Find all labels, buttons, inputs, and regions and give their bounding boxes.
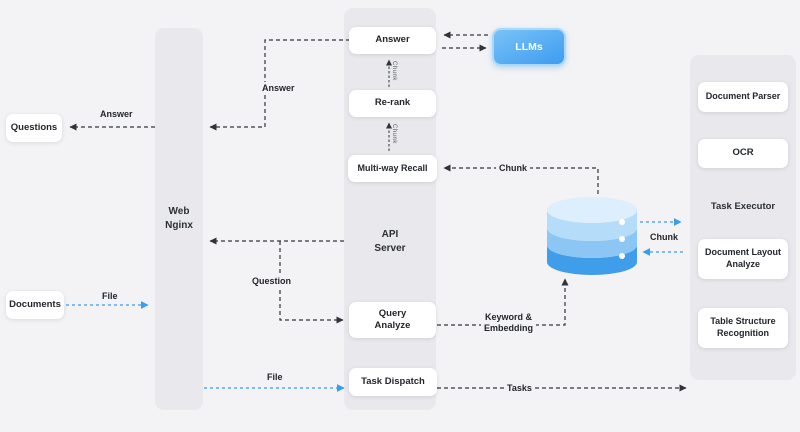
document-layout-analyze-node: Document Layout Analyze xyxy=(698,239,788,279)
rerank-node: Re-rank xyxy=(349,90,436,117)
edge-label-file-left: File xyxy=(102,291,118,301)
api-server-column xyxy=(344,8,436,410)
questions-node: Questions xyxy=(6,114,62,142)
edge-label-chunk-db: Chunk xyxy=(650,232,678,242)
edge-label-tasks: Tasks xyxy=(504,382,535,395)
edge-label-answer-mid: Answer xyxy=(259,82,298,95)
edge-label-chunk-recall: Chunk xyxy=(496,162,530,175)
documents-node: Documents xyxy=(6,291,64,319)
edge-label-answer-left: Answer xyxy=(100,109,133,119)
edge-label-keyword-embedding: Keyword & Embedding xyxy=(481,311,536,335)
query-analyze-node: Query Analyze xyxy=(349,302,436,338)
questions-label: Questions xyxy=(10,121,58,133)
web-nginx-column xyxy=(155,28,203,410)
web-nginx-label: Web Nginx xyxy=(165,206,193,231)
task-executor-label: Task Executor xyxy=(710,201,776,212)
edge-label-chunk-vertical-2: Chunk xyxy=(391,124,397,144)
api-server-label: API Server xyxy=(374,229,406,254)
document-parser-node: Document Parser xyxy=(698,82,788,112)
database-icon xyxy=(545,195,639,281)
task-dispatch-node: Task Dispatch xyxy=(349,368,437,396)
edge-label-file-mid: File xyxy=(267,372,283,382)
answer-node: Answer xyxy=(349,27,436,54)
table-structure-recognition-node: Table Structure Recognition xyxy=(698,308,788,348)
documents-label: Documents xyxy=(9,298,61,310)
edge-label-question: Question xyxy=(249,275,295,288)
ocr-node: OCR xyxy=(698,139,788,168)
llms-node: LLMs xyxy=(492,28,566,66)
edge-label-chunk-vertical-1: Chunk xyxy=(391,61,397,81)
multiway-recall-node: Multi-way Recall xyxy=(348,155,437,182)
